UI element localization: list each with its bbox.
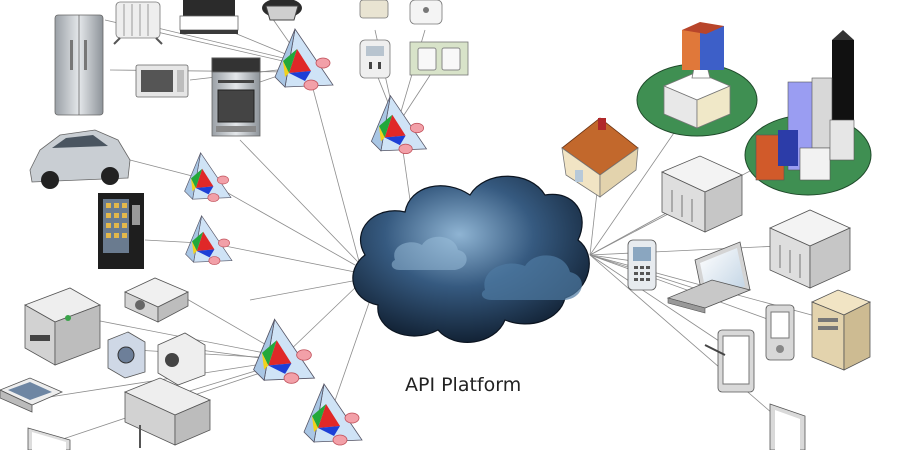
office-building-icon xyxy=(661,155,743,233)
api-gateway-icon xyxy=(303,382,363,446)
wall-outlet-icon xyxy=(409,41,469,76)
api-platform-label: API Platform xyxy=(405,374,522,396)
church-campus-icon xyxy=(636,22,758,137)
mobile-phone-icon xyxy=(627,239,657,291)
smart-plug-icon xyxy=(409,0,443,25)
tablet-icon xyxy=(704,329,755,393)
api-gateway-icon xyxy=(253,318,316,384)
space-heater-icon xyxy=(113,1,163,45)
tablet-computer-icon xyxy=(769,403,806,450)
api-gateway-icon xyxy=(370,94,428,155)
power-meter-icon xyxy=(359,39,391,79)
car-icon xyxy=(29,129,131,189)
api-gateways xyxy=(184,27,428,446)
thermostat-icon xyxy=(359,0,389,19)
projector-icon xyxy=(124,277,189,323)
cloud-icon xyxy=(352,175,590,343)
video-camera-icon xyxy=(157,332,206,386)
bed-icon xyxy=(179,0,239,34)
printer-icon xyxy=(24,287,101,366)
camera-icon xyxy=(107,331,146,379)
pda-icon xyxy=(765,304,795,361)
house-icon xyxy=(561,117,639,198)
api-gateway-icon xyxy=(274,27,334,91)
laptop-icon xyxy=(666,241,752,314)
vending-machine-icon xyxy=(98,193,144,269)
plotter-icon xyxy=(123,377,212,448)
city-campus-icon xyxy=(744,30,872,196)
api-gateway-icon xyxy=(185,214,233,265)
bank-building-icon xyxy=(769,209,851,289)
microwave-icon xyxy=(135,64,189,98)
server-tower-icon xyxy=(810,289,871,371)
monitor-icon xyxy=(27,427,71,450)
api-gateway-icon xyxy=(184,151,232,202)
stove-icon xyxy=(211,57,261,137)
refrigerator-icon xyxy=(54,14,104,116)
scanner-icon xyxy=(0,377,64,413)
coffee-maker-icon xyxy=(262,0,302,21)
